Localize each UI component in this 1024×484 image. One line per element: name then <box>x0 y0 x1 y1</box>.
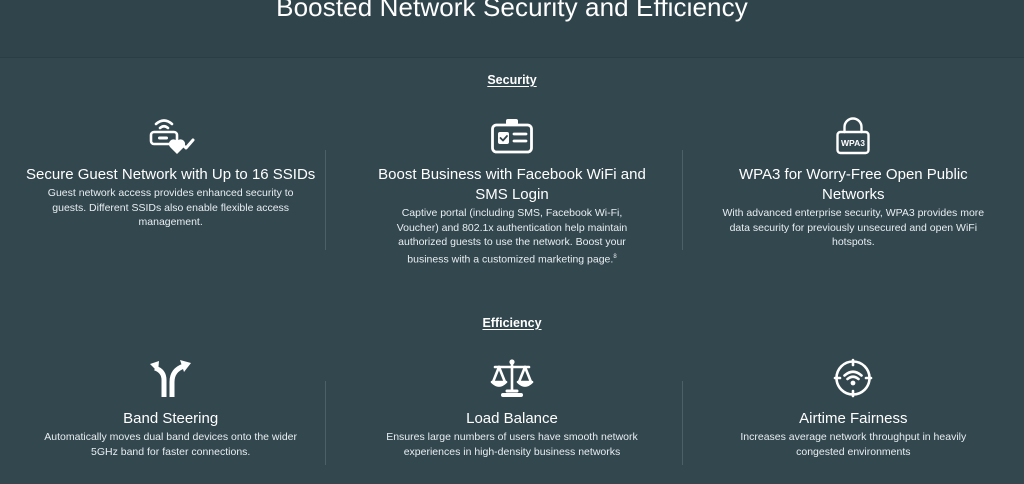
divider <box>325 150 326 250</box>
card-description: With advanced enterprise security, WPA3 … <box>722 207 985 248</box>
card-description: Automatically moves dual band devices on… <box>44 431 298 458</box>
feature-card-guest-network: Secure Guest Network with Up to 16 SSIDs… <box>0 116 341 267</box>
card-title: Secure Guest Network with Up to 16 SSIDs <box>26 166 316 183</box>
card-title: WPA3 for Worry-Free Open Public Networks <box>738 166 968 203</box>
card-title: Band Steering <box>123 410 219 427</box>
section-label-efficiency: Efficiency <box>482 316 542 330</box>
balance-scale-icon <box>490 359 534 397</box>
feature-card-captive-portal: Boost Business with Facebook WiFi and SM… <box>341 116 682 267</box>
security-features-row: Secure Guest Network with Up to 16 SSIDs… <box>0 116 1024 267</box>
card-title: Boost Business with Facebook WiFi and SM… <box>378 166 646 203</box>
efficiency-features-row: Band Steering Automatically moves dual b… <box>0 358 1024 459</box>
feature-card-airtime-fairness: Airtime Fairness Increases average netwo… <box>683 358 1024 459</box>
captive-portal-id-icon <box>491 119 533 154</box>
divider <box>682 381 683 465</box>
divider <box>682 150 683 250</box>
card-description-text: Captive portal (including SMS, Facebook … <box>396 207 628 265</box>
card-description: Captive portal (including SMS, Facebook … <box>381 206 643 267</box>
card-title: Airtime Fairness <box>799 410 908 427</box>
feature-card-band-steering: Band Steering Automatically moves dual b… <box>0 358 341 459</box>
airtime-fairness-wifi-icon <box>834 358 873 398</box>
band-steering-arrows-icon <box>149 360 191 397</box>
header-band <box>0 0 1024 58</box>
feature-card-load-balance: Load Balance Ensures large numbers of us… <box>341 358 682 459</box>
card-description: Ensures large numbers of users have smoo… <box>386 431 638 458</box>
wpa3-icon-label: WPA3 <box>841 138 865 148</box>
footnote-marker[interactable]: 8 <box>613 253 617 260</box>
page-title: Boosted Network Security and Efficiency <box>276 0 748 22</box>
card-description: Increases average network throughput in … <box>740 431 967 458</box>
feature-card-wpa3: WPA3 WPA3 for Worry-Free Open Public Net… <box>683 116 1024 267</box>
section-label-security: Security <box>487 73 537 87</box>
divider <box>325 381 326 465</box>
wpa3-lock-icon: WPA3 <box>836 117 871 155</box>
card-description: Guest network access provides enhanced s… <box>47 187 294 228</box>
guest-network-shield-icon <box>149 119 195 154</box>
card-title: Load Balance <box>466 410 558 427</box>
